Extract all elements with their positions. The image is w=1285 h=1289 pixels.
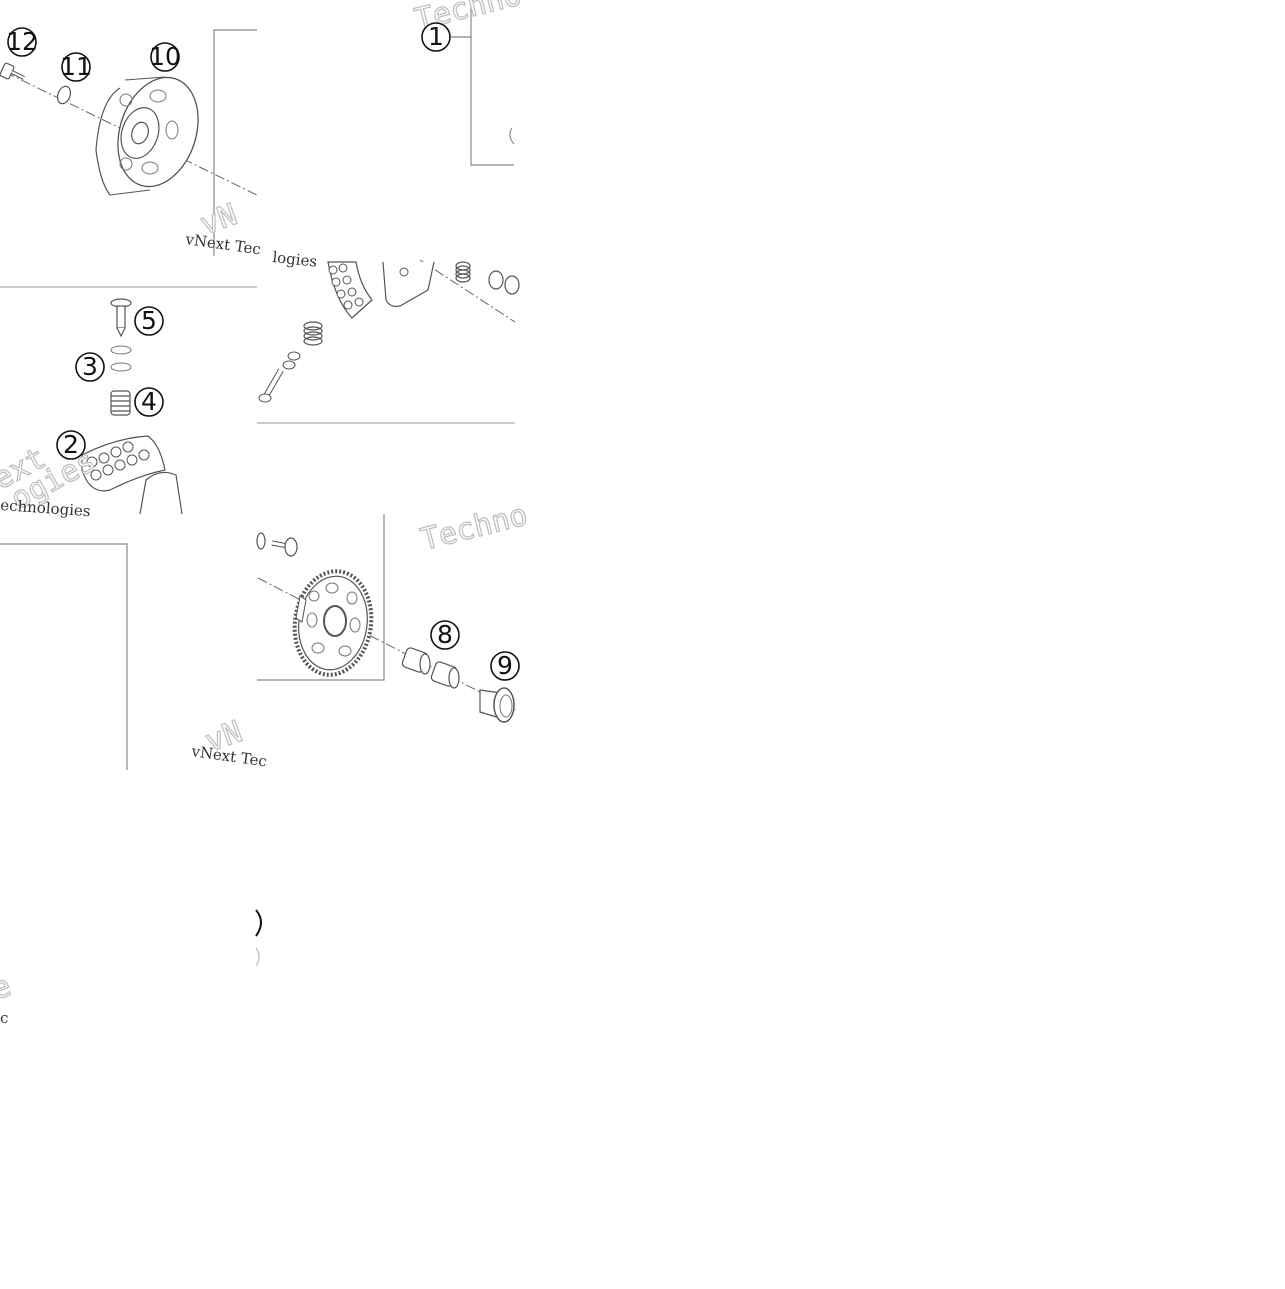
watermark-technologies: echnologies: [0, 496, 91, 520]
callout-12-label: 12: [6, 27, 38, 56]
pin-part: [258, 368, 284, 403]
bracket-hole: [399, 267, 409, 277]
frame-line: [257, 514, 385, 681]
callout-9: 9: [490, 651, 520, 681]
bushing-part: [401, 647, 431, 675]
washer-part: [488, 270, 504, 290]
tile-top-left: vN vNext Tec: [0, 29, 262, 288]
washer-part: [110, 362, 132, 372]
watermark-vnext: vNext Tec: [189, 742, 268, 771]
part-edge: [509, 127, 515, 145]
callout-4-label: 4: [141, 387, 157, 416]
washer-part: [504, 275, 520, 295]
gear-part: [292, 569, 374, 677]
bolt-part: [0, 62, 25, 80]
bracket-part: [382, 261, 435, 307]
pin-part: [110, 298, 132, 338]
callout-12: 12: [6, 27, 38, 57]
frame-line: [0, 543, 128, 770]
callout-fragment: [255, 909, 262, 937]
washer-part: [256, 532, 266, 550]
tile-middle-right: logies: [257, 248, 520, 424]
watermark-vnext: vNext Tec: [183, 230, 262, 259]
bracket-part: [139, 471, 183, 515]
frame-line: [213, 29, 257, 256]
callout-1: 1: [421, 22, 451, 52]
callout-8-label: 8: [437, 620, 453, 649]
callouts-layer: 12 11 10 1 5 3 4 2 8 9: [6, 22, 520, 681]
callout-8: 8: [430, 620, 460, 650]
callout-12-circle: [7, 27, 37, 57]
watermark-e: e: [0, 968, 16, 1007]
callout-2-label: 2: [63, 430, 79, 459]
callout-fragment: [255, 947, 260, 967]
callout-1-label: 1: [428, 22, 444, 51]
washer-part: [110, 345, 132, 355]
axis-line: [257, 577, 516, 711]
callout-2-circle: [56, 430, 86, 460]
callout-3: 3: [75, 352, 105, 382]
callout-8-circle: [430, 620, 460, 650]
callout-9-circle: [490, 651, 520, 681]
callout-4-circle: [134, 387, 164, 417]
tile-bottom-fragments: e c: [0, 909, 262, 1027]
spring-part: [455, 261, 471, 283]
callout-3-circle: [75, 352, 105, 382]
wheel-part: [95, 76, 199, 196]
spring-part: [303, 321, 323, 346]
sleeve-part: [479, 687, 515, 723]
watermark-logies: logies: [272, 248, 318, 271]
callout-11-circle: [61, 52, 91, 82]
callout-5-circle: [134, 306, 164, 336]
watermark-techno-mid: Techno: [417, 498, 531, 558]
callout-1-circle: [421, 22, 451, 52]
callout-11: 11: [60, 52, 92, 82]
callout-11-label: 11: [60, 52, 92, 81]
callout-5-label: 5: [141, 306, 157, 335]
tile-lower-right: Techno: [256, 497, 532, 723]
shoe-part: [81, 435, 166, 492]
callout-10: 10: [149, 42, 181, 72]
bolt-part: [271, 537, 298, 557]
frame-line: [470, 0, 514, 166]
callout-2: 2: [56, 430, 86, 460]
bushing-part: [430, 661, 460, 689]
tile-lower-left: vN vNext Tec: [0, 543, 268, 771]
callout-10-circle: [150, 42, 180, 72]
axis-line: [419, 259, 516, 323]
watermark-c: c: [0, 1009, 8, 1027]
callout-10-label: 10: [149, 42, 181, 71]
washer-part: [287, 351, 301, 361]
callout-5: 5: [134, 306, 164, 336]
callout-3-label: 3: [82, 352, 98, 381]
callout-9-label: 9: [497, 651, 513, 680]
spring-part: [110, 390, 131, 416]
shoe-part: [327, 261, 373, 319]
callout-4: 4: [134, 387, 164, 417]
washer-part: [282, 360, 296, 370]
washer-part: [56, 85, 72, 105]
